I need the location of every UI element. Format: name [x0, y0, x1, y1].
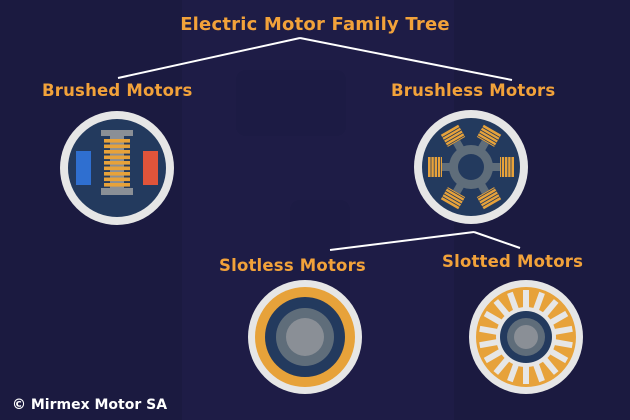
node-label-slotless: Slotless Motors: [219, 256, 366, 275]
slotted-motor-icon: [469, 280, 583, 394]
connector-brushless-slotless: [329, 231, 475, 251]
connector-brushless-slotted: [473, 231, 521, 249]
diagram-title: Electric Motor Family Tree: [180, 14, 450, 35]
node-label-slotted: Slotted Motors: [442, 252, 584, 271]
copyright-text: © Mirmex Motor SA: [12, 397, 168, 413]
connector-title-brushless: [299, 37, 513, 81]
brushed-motor-icon: [60, 111, 174, 225]
brushless-motor-icon: [414, 110, 528, 224]
node-label-brushless: Brushless Motors: [391, 81, 556, 100]
connector-title-brushed: [117, 37, 301, 79]
node-label-brushed: Brushed Motors: [42, 81, 193, 100]
slotless-motor-icon: [248, 280, 362, 394]
